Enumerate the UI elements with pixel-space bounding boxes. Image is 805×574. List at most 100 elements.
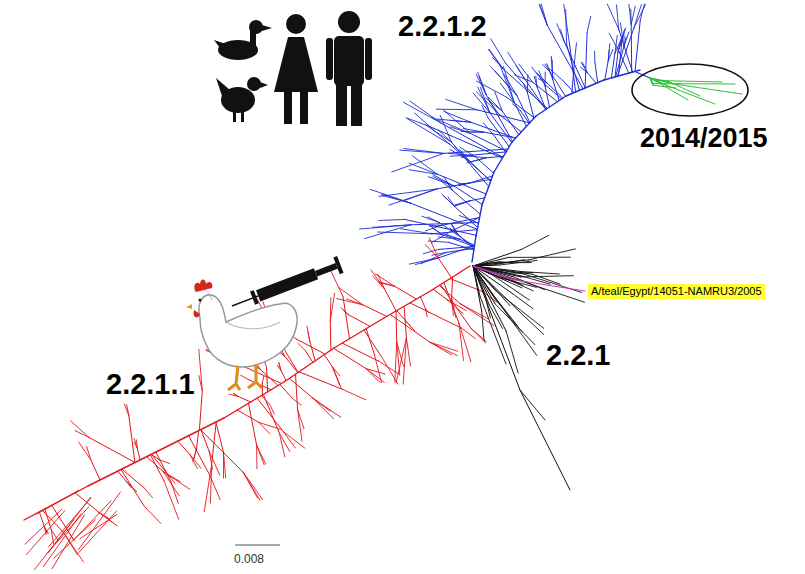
- tree-branch: [144, 506, 161, 523]
- tree-branch: [164, 481, 179, 520]
- tree-branch: [620, 23, 622, 36]
- tree-branch: [500, 83, 514, 102]
- tree-branch: [442, 194, 454, 206]
- tree-branch: [454, 201, 470, 207]
- tree-branch: [389, 189, 437, 205]
- tree-branch: [473, 257, 509, 266]
- tree-branch: [160, 460, 170, 464]
- tree-branch: [201, 430, 244, 472]
- tree-branch: [447, 300, 466, 311]
- label-holder: 2.2.1.1: [106, 368, 195, 400]
- tree-branch: [477, 92, 500, 115]
- tree-branch: [624, 32, 629, 47]
- tree-branch: [99, 512, 110, 519]
- tree-branch: [473, 266, 515, 280]
- tree-branch: [488, 118, 509, 147]
- tree-branch: [406, 338, 410, 366]
- tree-branch: [509, 257, 571, 258]
- tree-branch: [605, 61, 608, 80]
- tree-branch: [539, 5, 547, 26]
- tree-branch: [495, 71, 517, 95]
- tree-branch: [475, 157, 494, 174]
- tree-branch: [134, 439, 137, 448]
- tree-branch: [193, 448, 197, 461]
- tree-branch: [459, 323, 471, 362]
- tree-branch: [409, 163, 437, 174]
- tree-branch: [364, 330, 381, 356]
- tree-branch: [238, 396, 251, 402]
- tree-branch: [410, 303, 462, 328]
- tree-branch: [629, 4, 631, 24]
- tree-branch: [444, 111, 471, 122]
- tree-branch: [150, 455, 164, 481]
- tree-branch: [450, 144, 491, 181]
- tree-branch: [527, 75, 529, 92]
- tree-branch: [656, 81, 688, 100]
- tree-branch: [624, 37, 626, 47]
- tree-branch: [543, 65, 551, 73]
- tree-branch: [508, 52, 525, 79]
- tree-branch: [446, 181, 453, 190]
- tree-branch: [363, 305, 387, 317]
- tree-branch: [527, 92, 534, 118]
- tree-branch: [285, 356, 298, 373]
- tree-branch: [279, 362, 281, 370]
- tree-branch: [634, 4, 646, 28]
- tree-branch: [178, 441, 190, 455]
- tree-branch: [585, 33, 587, 89]
- clade-label: 2.2.1: [546, 339, 611, 371]
- tree-branch: [444, 149, 508, 153]
- tree-branch: [429, 238, 438, 258]
- tree-branch: [426, 225, 442, 231]
- tree-branch: [520, 390, 570, 490]
- tree-branch: [455, 201, 471, 206]
- tree-branch: [545, 86, 550, 107]
- tree-branch: [493, 262, 532, 263]
- tree-branch: [199, 391, 202, 431]
- tree-branch: [366, 369, 385, 374]
- strain-name: A/teal/Egypt/14051-NAMRU3/2005: [591, 285, 762, 298]
- tree-branch: [515, 280, 585, 291]
- tree-branch: [366, 329, 374, 355]
- tree-branch: [451, 223, 458, 234]
- tree-branch: [650, 78, 653, 85]
- tree-branch: [439, 247, 475, 250]
- tree-branch: [257, 445, 266, 464]
- tree-branch: [42, 510, 63, 531]
- tree-branch: [430, 342, 458, 351]
- tree-branch: [453, 191, 481, 215]
- tree-branch: [635, 21, 640, 72]
- tree-branch: [26, 511, 65, 555]
- tree-branch: [458, 183, 470, 184]
- tree-branch: [197, 431, 199, 449]
- tree-branch: [631, 24, 633, 72]
- tree-branch: [486, 156, 503, 158]
- tree-branch: [468, 156, 486, 158]
- tree-branch: [557, 24, 565, 43]
- tree-branch: [234, 394, 238, 397]
- tree-branch: [440, 285, 471, 329]
- tree-branch: [473, 266, 520, 390]
- tree-branch: [129, 416, 135, 463]
- tree-branch: [365, 225, 411, 239]
- tree-branch: [249, 403, 257, 445]
- tree-branch: [392, 153, 444, 172]
- tree-branch: [313, 398, 341, 417]
- tree-branch: [607, 4, 618, 29]
- tree-branch: [241, 375, 249, 379]
- tree-branch: [36, 491, 78, 515]
- tree-branch: [451, 223, 458, 234]
- tree-branch: [210, 475, 221, 500]
- tree-branch: [547, 83, 563, 98]
- tree-branch: [450, 228, 458, 234]
- tree-branch: [490, 113, 512, 143]
- tree-branch: [587, 16, 591, 32]
- tree-branch: [484, 132, 516, 138]
- strain-highlight: A/teal/Egypt/14051-NAMRU3/2005: [588, 284, 765, 299]
- tree-branch: [270, 405, 275, 414]
- tree-branch: [471, 198, 485, 201]
- tree-branch: [545, 72, 546, 86]
- tree-branch: [189, 436, 210, 475]
- tree-branch: [373, 276, 384, 288]
